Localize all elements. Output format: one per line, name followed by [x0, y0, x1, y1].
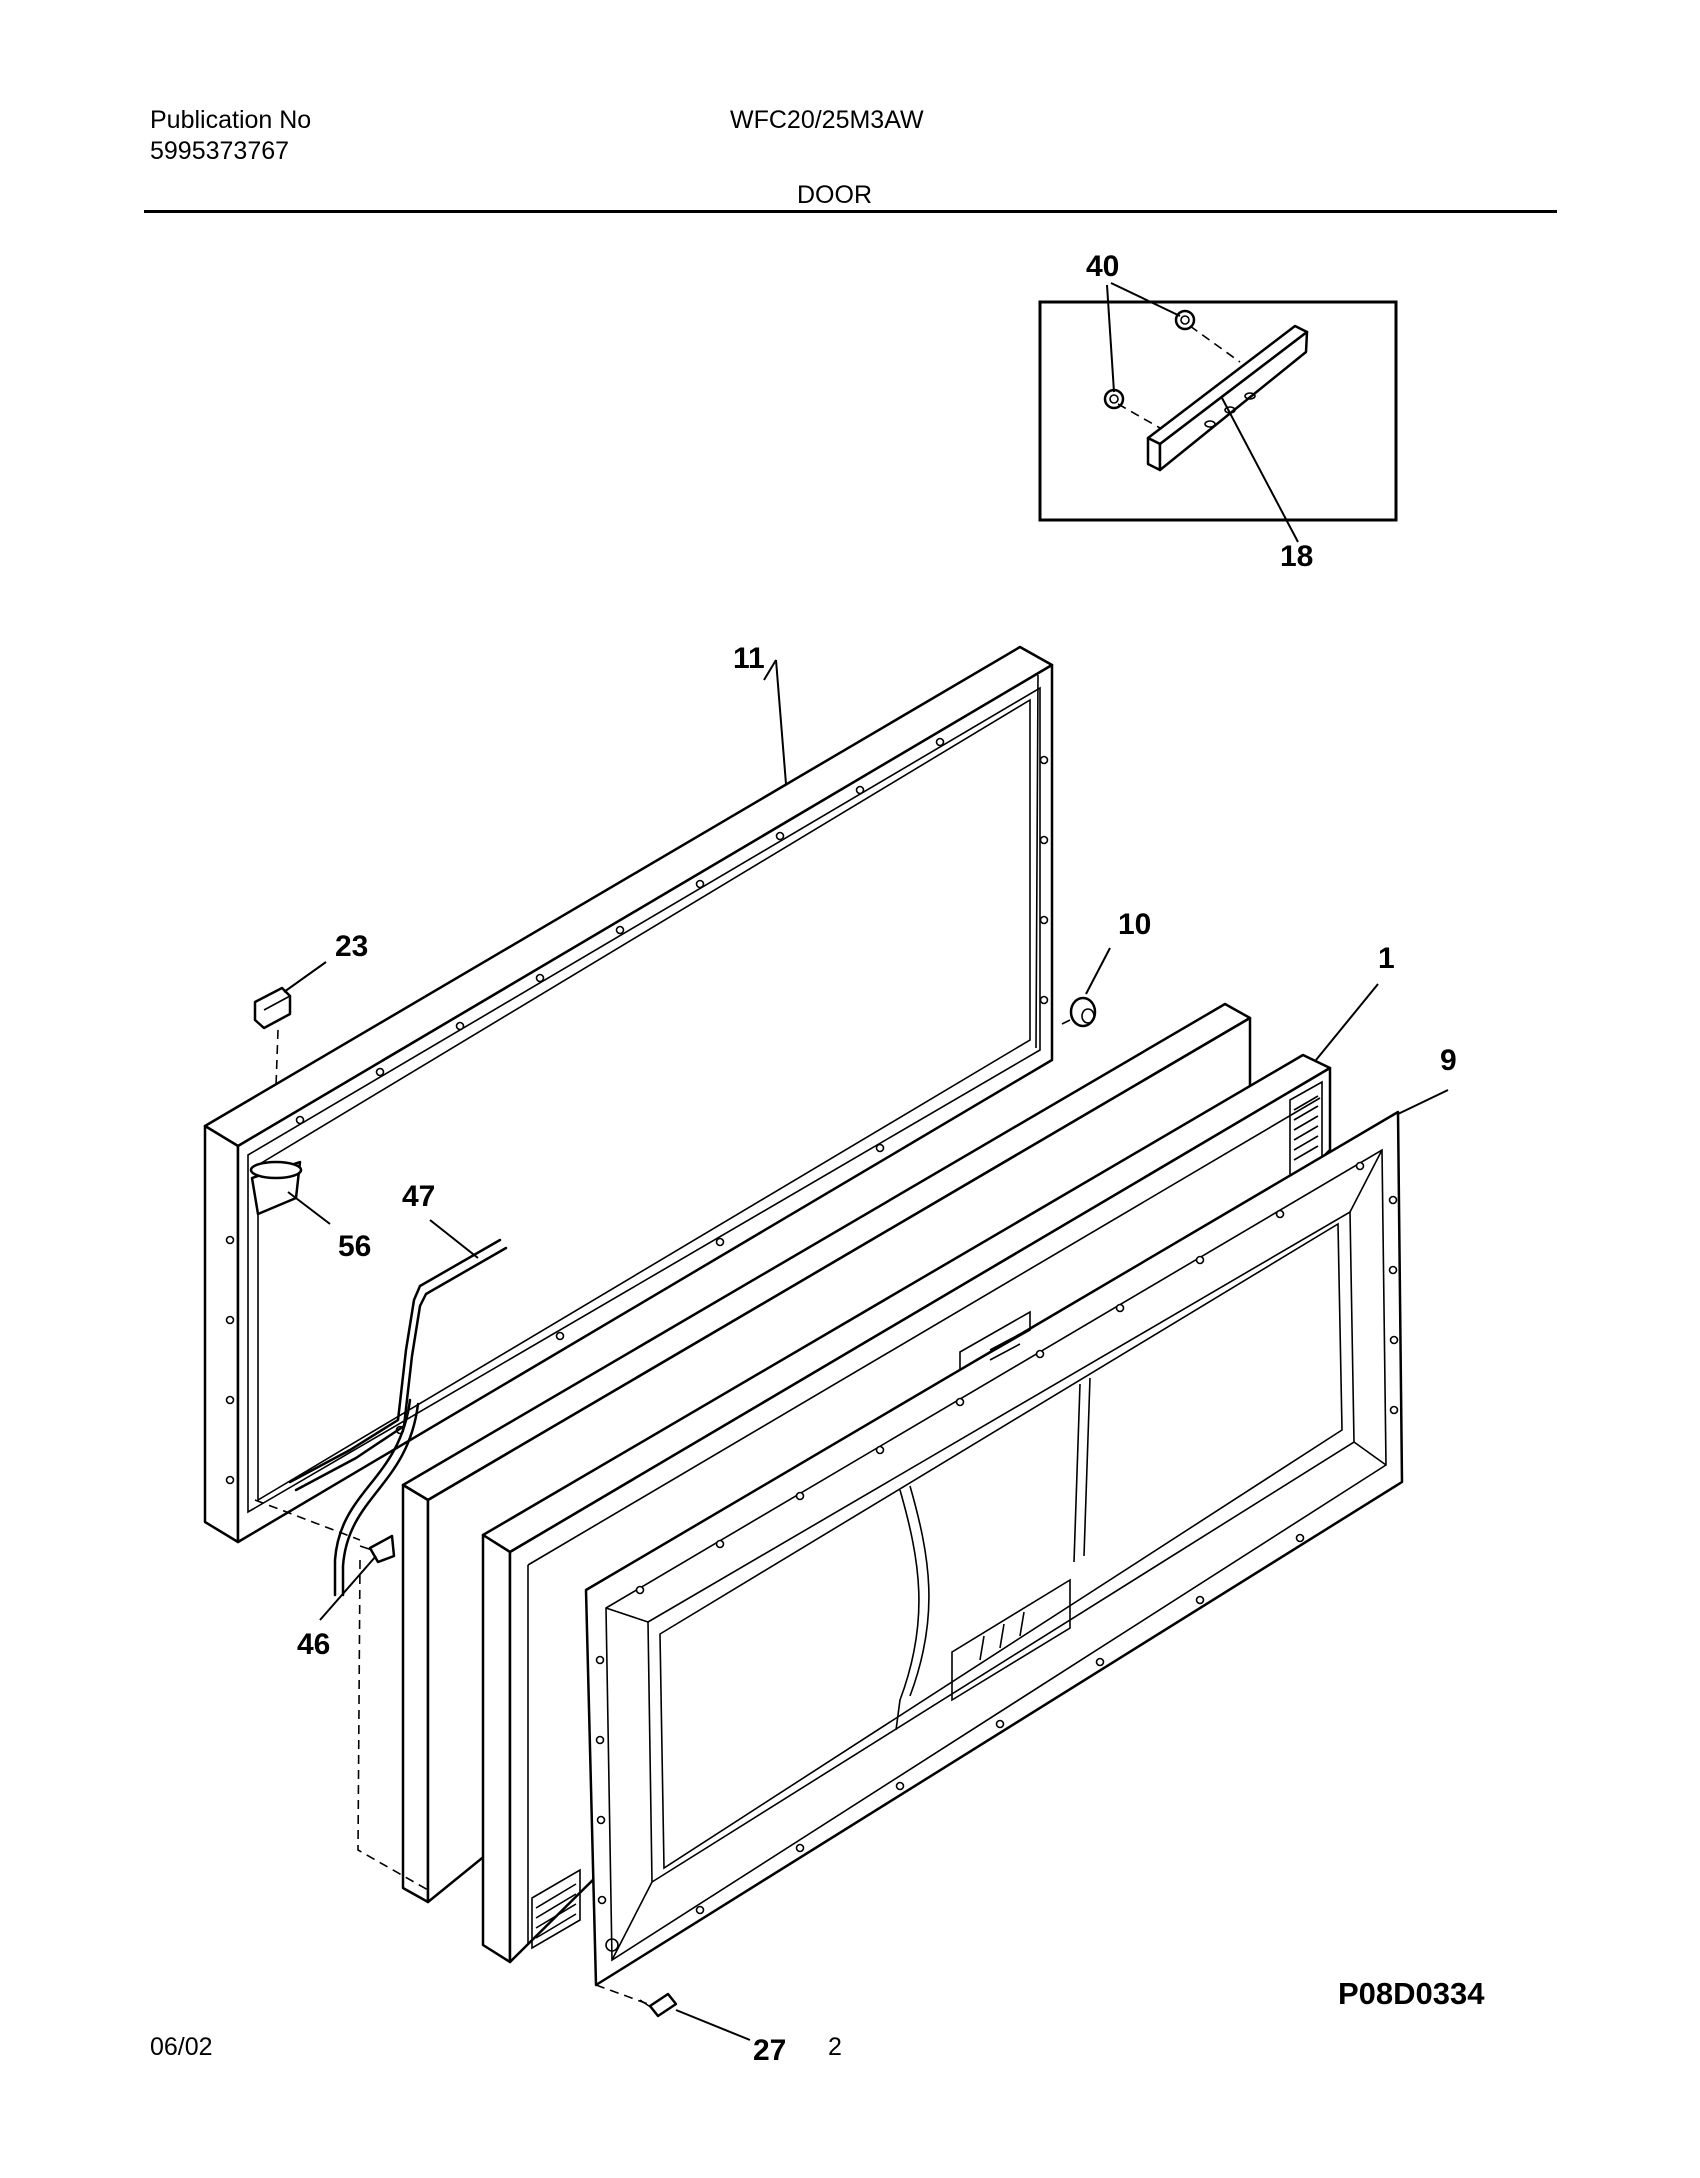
wire-part-47: [288, 1238, 508, 1597]
callout-label: 18: [1280, 540, 1313, 573]
grommet-part-10: [1069, 996, 1097, 1028]
callout-label: 56: [338, 1230, 371, 1263]
door-panel-part-9: [584, 1110, 1404, 1987]
door-liner-part-11: [203, 645, 1054, 1544]
callout-label: 1: [1378, 942, 1395, 975]
handle-part-18: [1146, 324, 1309, 472]
handle-inset: [1038, 282, 1398, 543]
callout-label: 23: [335, 930, 368, 963]
footer-date: 06/02: [150, 2033, 213, 2061]
clip-part-23: [253, 986, 292, 1087]
publication-label: Publication No: [150, 106, 312, 134]
bracket-part-56: [249, 1160, 303, 1216]
screw-part-46: [359, 1534, 396, 1564]
callout-label: 10: [1118, 908, 1151, 941]
page-number: 2: [828, 2033, 842, 2061]
callout-label: 9: [1440, 1044, 1457, 1077]
callout-label: 47: [402, 1180, 435, 1213]
callout-label: 27: [753, 2034, 786, 2067]
screw-part-40-b: [1174, 309, 1196, 331]
screw-part-27: [639, 1992, 678, 2018]
callout-label: 40: [1086, 250, 1119, 283]
callout-label: 46: [297, 1628, 330, 1661]
header-rule: [144, 210, 1557, 213]
section-title: DOOR: [797, 181, 872, 209]
drawing-code: P08D0334: [1338, 1976, 1485, 2011]
publication-number: 5995373767: [150, 137, 290, 165]
model-number: WFC20/25M3AW: [730, 106, 924, 134]
callout-label: 11: [733, 642, 765, 675]
